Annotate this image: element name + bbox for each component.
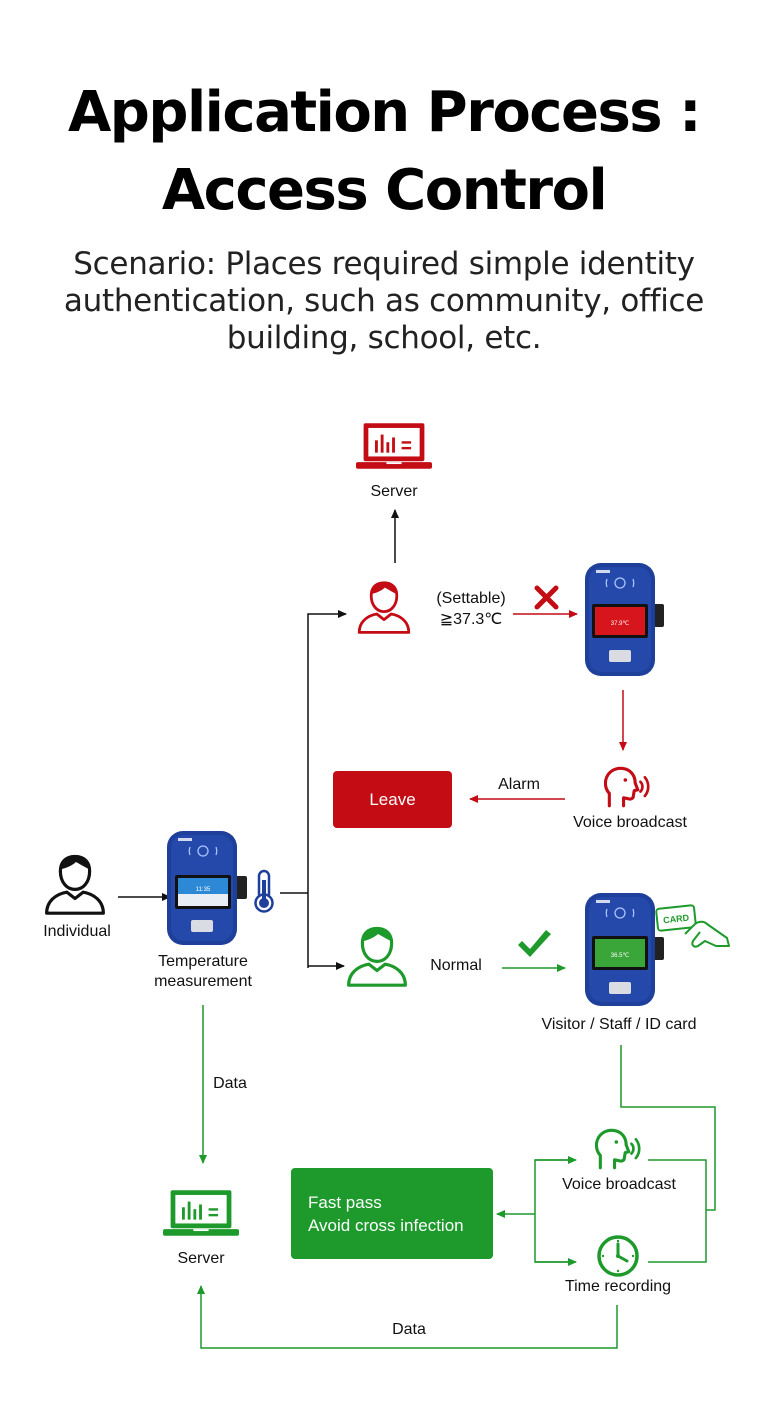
page-title-line2: Access Control [161, 158, 608, 223]
fast-pass-line2: Avoid cross infection [308, 1215, 464, 1235]
person-individual-icon [45, 854, 105, 915]
terminal-device-green-icon: 36.5℃ [585, 893, 664, 1006]
green-connectors [197, 964, 716, 1349]
black-connectors [118, 509, 399, 970]
voice-broadcast-red-label: Voice broadcast [573, 814, 687, 831]
voice-broadcast-green-label: Voice broadcast [562, 1176, 676, 1193]
page-title-line1: Application Process : [67, 80, 702, 145]
threshold-value-label: ≧37.3℃ [439, 611, 503, 628]
leave-label: Leave [369, 789, 416, 809]
fast-pass-box: Fast pass Avoid cross infection [291, 1168, 493, 1259]
terminal-device-red-icon: 37.9℃ [585, 563, 664, 676]
server-top-laptop-icon [356, 423, 432, 469]
individual-label: Individual [43, 923, 111, 940]
temperature-label-line1: Temperature [158, 953, 248, 970]
clock-icon [597, 1235, 639, 1277]
normal-label: Normal [430, 957, 482, 974]
data-bottom-label: Data [392, 1321, 426, 1338]
threshold-settable-label: (Settable) [436, 590, 506, 607]
alarm-label: Alarm [498, 776, 540, 793]
leave-box: Leave [333, 771, 452, 828]
terminal-device-main-icon: 11:35 [167, 831, 247, 945]
cross-icon [534, 585, 559, 610]
page-subtitle: Scenario: Places required simple identit… [63, 246, 705, 356]
device-main-time: 11:35 [196, 887, 211, 893]
voice-broadcast-red-icon [604, 766, 650, 808]
time-recording-label: Time recording [564, 1278, 672, 1295]
card-text: CARD [663, 913, 690, 926]
card-hand-icon: CARD [655, 904, 730, 948]
device-green-temp: 36.5℃ [611, 953, 630, 959]
data-down-label: Data [213, 1075, 247, 1092]
server-bottom-laptop-icon [163, 1190, 239, 1236]
server-bottom-label: Server [177, 1250, 225, 1267]
person-fever-icon [357, 581, 411, 635]
red-connectors [469, 610, 627, 803]
person-normal-icon [347, 926, 407, 987]
temperature-label-line2: measurement [154, 973, 252, 990]
fast-pass-line1: Fast pass [308, 1192, 382, 1212]
voice-broadcast-green-icon [595, 1128, 641, 1170]
thermometer-icon [254, 869, 274, 913]
visitor-staff-id-label: Visitor / Staff / ID card [541, 1016, 697, 1033]
checkmark-icon [518, 930, 551, 957]
device-red-temp: 37.9℃ [611, 621, 630, 627]
server-top-label: Server [370, 483, 418, 500]
